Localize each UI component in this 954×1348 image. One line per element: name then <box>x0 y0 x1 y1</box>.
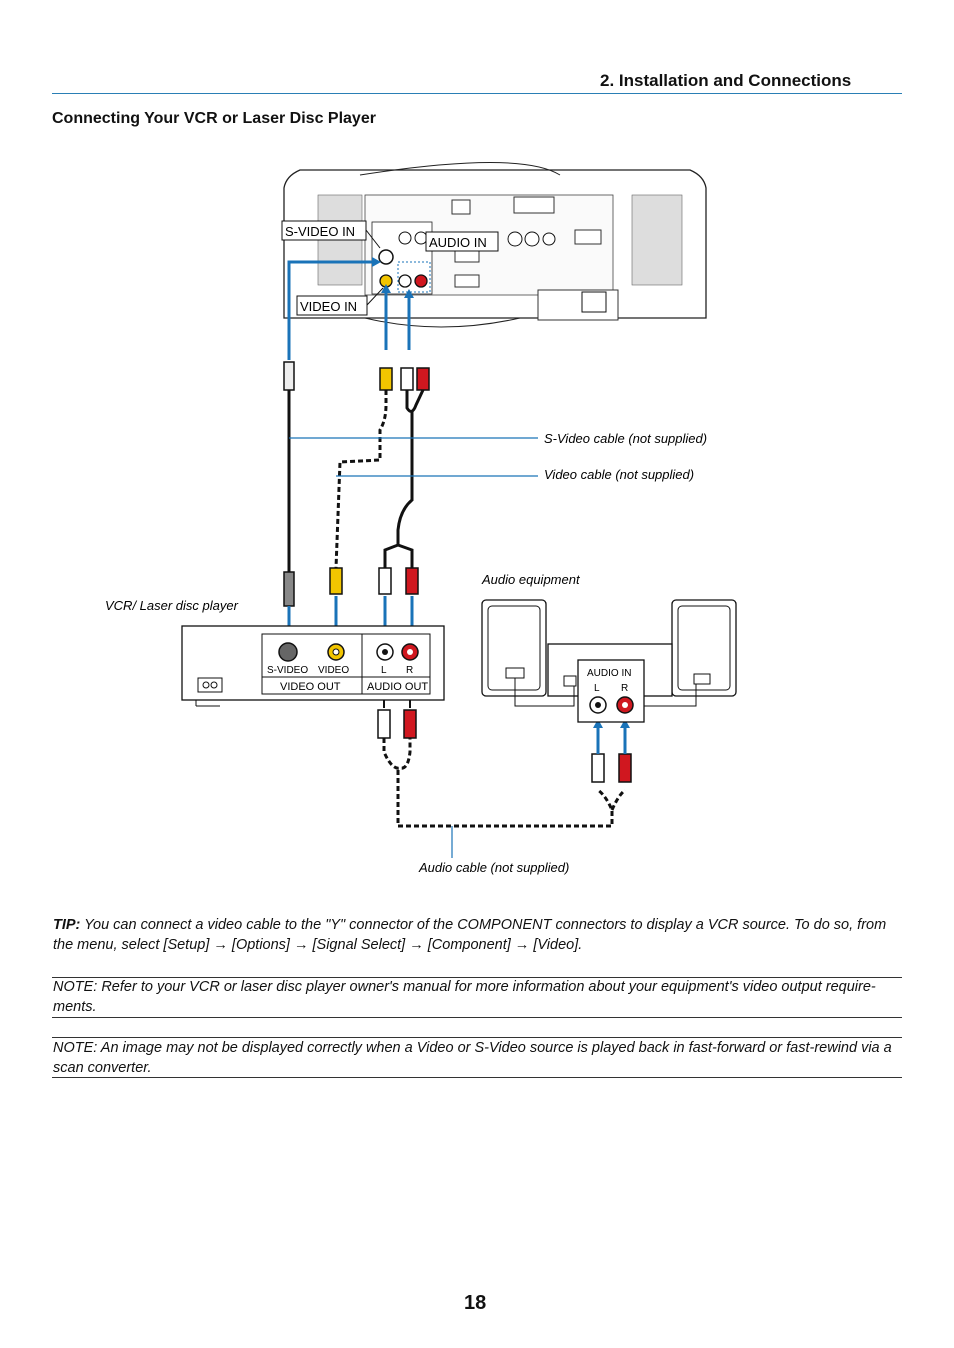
vcr-video-label: VIDEO <box>318 665 349 676</box>
audio-cable-callout: Audio cable (not supplied) <box>418 860 569 875</box>
vcr-player-label: VCR/ Laser disc player <box>105 598 239 613</box>
tip-text: You can connect a video cable to the "Y"… <box>53 917 887 953</box>
vcr-right-label: R <box>406 665 413 676</box>
tip-paragraph: TIP: You can connect a video cable to th… <box>53 915 903 955</box>
audio-in-panel-label: AUDIO IN <box>587 668 631 679</box>
audio-equipment-label: Audio equipment <box>481 572 581 587</box>
section-title: 2. Installation and Connections <box>600 71 852 90</box>
audio-right-label: R <box>621 683 628 694</box>
page-heading: Connecting Your VCR or Laser Disc Player <box>52 110 376 127</box>
tip-label: TIP: <box>53 917 81 933</box>
vcr-audio-out-label: AUDIO OUT <box>367 681 428 693</box>
audio-left-label: L <box>594 683 600 694</box>
note-2-bottom-rule <box>52 1077 902 1078</box>
vcr-player <box>181 625 445 707</box>
note-1-bottom-rule <box>52 1017 902 1018</box>
audio-in-label: AUDIO IN <box>429 235 487 250</box>
video-cable-callout: Video cable (not supplied) <box>544 467 694 482</box>
note-1: NOTE: Refer to your VCR or laser disc pl… <box>53 979 876 1015</box>
svideo-in-label: S-VIDEO IN <box>285 224 355 239</box>
vcr-video-out-label: VIDEO OUT <box>280 681 341 693</box>
connection-diagram: S-VIDEO IN AUDIO IN VIDEO IN S-Video cab… <box>105 162 737 875</box>
page-number: 18 <box>464 1292 487 1314</box>
note-2: NOTE: An image may not be displayed corr… <box>53 1040 892 1076</box>
header-rule <box>52 93 902 94</box>
svideo-cable-callout: S-Video cable (not supplied) <box>544 431 707 446</box>
vcr-svideo-label: S-VIDEO <box>267 665 308 676</box>
note-2-top-rule <box>52 1037 902 1038</box>
note-1-top-rule <box>52 977 902 978</box>
vcr-left-label: L <box>381 665 387 676</box>
audio-equipment <box>481 599 737 723</box>
video-in-label: VIDEO IN <box>300 299 357 314</box>
